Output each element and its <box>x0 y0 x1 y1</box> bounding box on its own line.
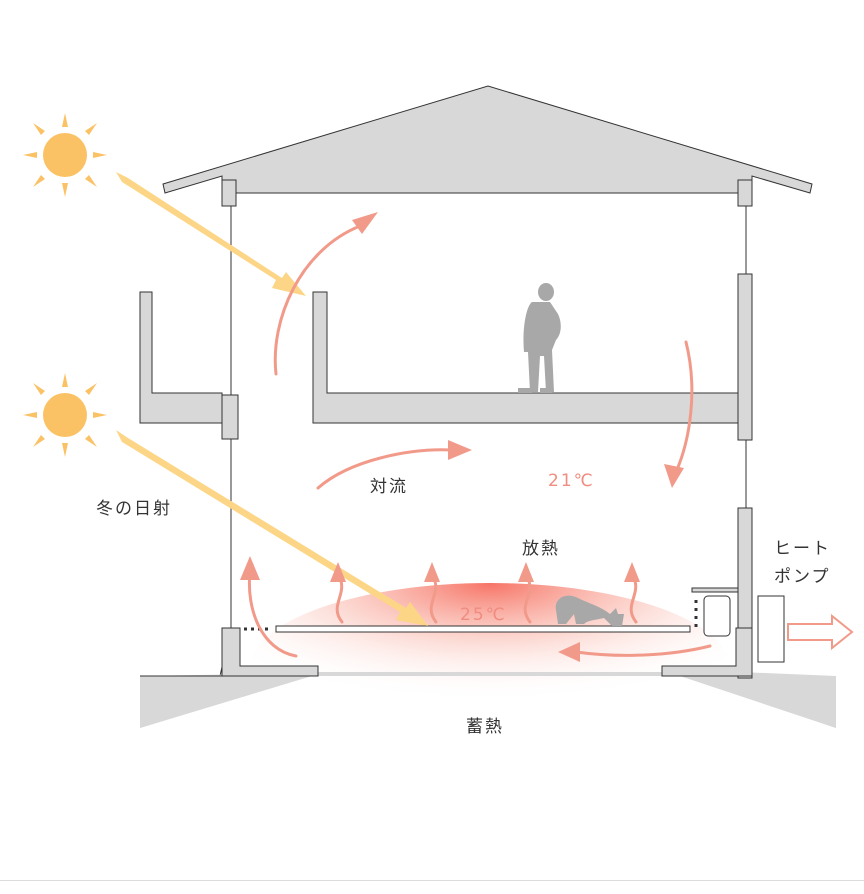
heat-pump-unit <box>757 595 854 663</box>
floor-temperature-label: 25℃ <box>460 605 507 625</box>
sun-ray-upper <box>116 172 306 296</box>
walls <box>139 179 753 679</box>
page-bottom-divider <box>0 880 864 894</box>
outlet-arrow-icon <box>787 613 854 651</box>
arrowheads <box>240 212 684 662</box>
sun-ray-lower <box>116 430 428 626</box>
roof <box>162 85 813 194</box>
sun-icon <box>23 113 107 197</box>
heat-radiation-label: 放熱 <box>522 539 560 559</box>
heated-floor <box>244 587 739 637</box>
heat-pump-label-line1: ヒート <box>774 539 831 559</box>
heat-storage-label: 蓄熱 <box>466 717 504 737</box>
heat-pump-label-line2: ポンプ <box>774 567 831 587</box>
convection-label: 対流 <box>370 477 408 497</box>
cat-silhouette-icon <box>555 595 624 626</box>
sun-icon <box>23 373 107 457</box>
convection-arrows <box>247 224 712 658</box>
winter-sun-label: 冬の日射 <box>96 499 172 519</box>
person-silhouette-icon <box>518 283 561 393</box>
upper-temperature-label: 21℃ <box>548 471 595 491</box>
